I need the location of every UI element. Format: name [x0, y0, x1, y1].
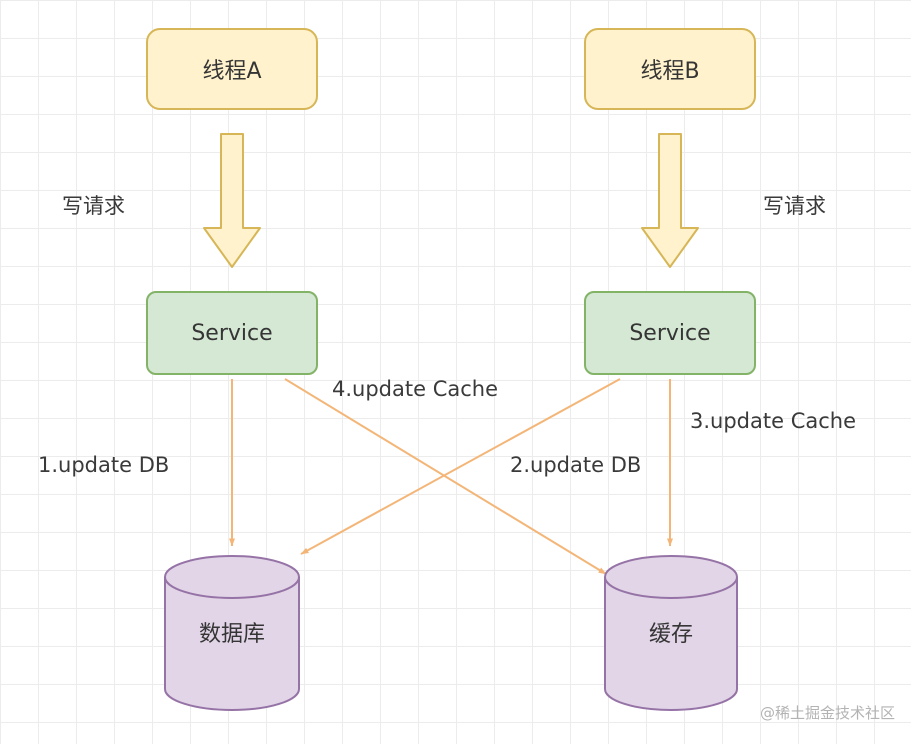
node-thread-a-label: 线程A: [202, 59, 262, 84]
watermark: @稀土掘金技术社区: [759, 704, 895, 722]
node-thread-b-label: 线程B: [640, 59, 700, 84]
node-thread-a: 线程A: [146, 28, 318, 110]
edge-label-update-db-1: 1.update DB: [38, 453, 170, 477]
block-arrow-thread-a-to-service-a-icon: [203, 133, 261, 268]
node-database-label: 数据库: [198, 622, 266, 647]
edge-label-update-cache-4: 4.update Cache: [332, 377, 499, 401]
node-cache-label: 缓存: [648, 622, 694, 647]
node-service-b: Service: [584, 291, 756, 375]
block-arrow-thread-b-to-service-b-icon: [641, 133, 699, 268]
edge-label-write-request-left: 写请求: [62, 194, 125, 218]
node-thread-b: 线程B: [584, 28, 756, 110]
edge-label-update-db-2: 2.update DB: [510, 453, 642, 477]
node-service-a-label: Service: [191, 320, 273, 346]
node-service-a: Service: [146, 291, 318, 375]
node-service-b-label: Service: [629, 320, 711, 346]
edge-label-write-request-right: 写请求: [763, 194, 826, 218]
edge-label-update-cache-3: 3.update Cache: [690, 409, 857, 433]
